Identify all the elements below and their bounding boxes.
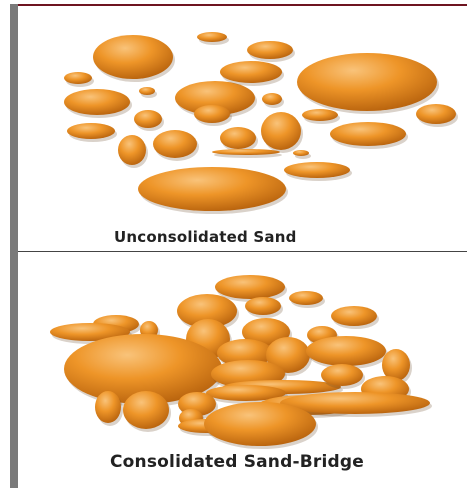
unconsolidated-sand-grain [212,149,280,155]
unconsolidated-sand-grain [134,110,162,128]
consolidated-sand-grain [245,297,281,315]
unconsolidated-sand-grain [220,127,256,149]
consolidated-sand-grain [204,402,316,446]
consolidated-sand-grain [95,391,121,423]
unconsolidated-sand-grain [138,167,286,211]
consolidated-sand-grain [215,275,285,299]
unconsolidated-sand-grain [118,135,146,165]
consolidated-sand-grain [321,364,363,386]
consolidated-sand-bridge-caption: Consolidated Sand-Bridge [110,452,364,472]
unconsolidated-sand-grain [197,32,227,42]
unconsolidated-sand-grain [261,112,301,150]
consolidated-sand-grain [306,336,386,366]
unconsolidated-sand-grain [284,162,350,178]
unconsolidated-sand-grain [64,72,92,84]
unconsolidated-sand-grain [220,61,282,83]
unconsolidated-sand-grain [302,109,338,121]
unconsolidated-sand-grain [262,93,282,105]
unconsolidated-sand-grain [64,89,130,115]
unconsolidated-sand-grain [67,123,115,139]
unconsolidated-sand-grain [93,35,173,79]
unconsolidated-sand-grain [297,53,437,111]
unconsolidated-sand-grain [293,150,309,156]
unconsolidated-sand-grain [139,87,155,95]
unconsolidated-sand-panel [0,0,467,250]
unconsolidated-sand-grain [416,104,456,124]
consolidated-sand-grain [123,391,169,429]
consolidated-sand-grain [331,306,377,326]
unconsolidated-sand-caption: Unconsolidated Sand [114,228,297,246]
unconsolidated-sand-grain [153,130,197,158]
unconsolidated-sand-grain [330,122,406,146]
unconsolidated-sand-grain [194,105,230,123]
unconsolidated-sand-grain [247,41,293,59]
consolidated-sand-grain [289,291,323,305]
